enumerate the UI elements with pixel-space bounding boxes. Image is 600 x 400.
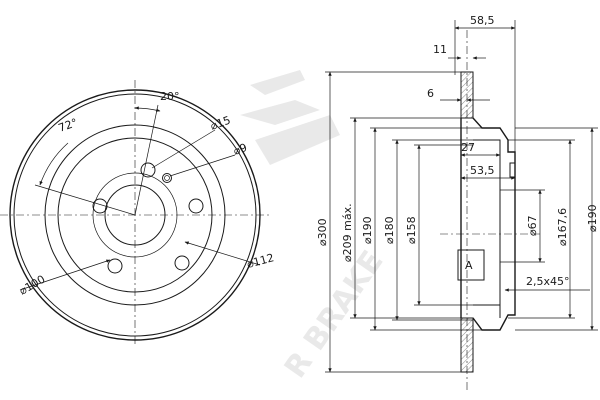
label-11: 11	[433, 43, 447, 56]
angle-arc-20	[134, 106, 161, 112]
angle-arc-72	[39, 142, 69, 186]
view-marker: A	[465, 259, 473, 272]
disc-plate-top	[460, 71, 474, 119]
angle-line-left	[34, 184, 136, 216]
label-67: ⌀67	[526, 215, 539, 236]
label-thread-dia: ⌀9	[232, 141, 249, 158]
watermark-text: R BRAKE	[278, 245, 391, 385]
angle-line-top	[134, 104, 159, 216]
label-angle-20: 20°	[160, 90, 180, 103]
label-6: 6	[427, 87, 434, 100]
bolt-hole	[92, 198, 108, 214]
threaded-hole-inner	[164, 175, 170, 181]
leader-thread-9	[169, 154, 236, 177]
label-180: ⌀180	[383, 216, 396, 244]
label-190: ⌀190	[361, 216, 374, 244]
leader-hole-15	[151, 129, 216, 169]
label-angle-72: 72°	[57, 116, 80, 135]
label-167-6: ⌀167,6	[556, 208, 569, 246]
bolt-hole	[107, 258, 123, 274]
label-chamfer: 2,5x45°	[526, 275, 570, 288]
label-158: ⌀158	[405, 216, 418, 244]
leader-hub-112	[184, 241, 261, 266]
bolt-holes	[92, 162, 204, 274]
label-190-right: ⌀190	[586, 204, 599, 232]
label-58-5: 58,5	[470, 14, 495, 27]
notch	[509, 162, 516, 178]
bolt-hole	[140, 162, 156, 178]
disc-plate-bottom	[460, 317, 474, 373]
label-53-5: 53,5	[470, 164, 495, 177]
bolt-hole	[188, 198, 204, 214]
label-209: ⌀209 máx.	[341, 203, 354, 262]
bolt-hole	[174, 255, 190, 271]
leader-pcd-100	[19, 259, 111, 291]
section-view: A 58,5 11 6 27 53,5 ⌀300 ⌀209 máx. ⌀190	[316, 14, 599, 390]
threaded-hole	[162, 173, 172, 183]
label-27: 27	[461, 141, 475, 154]
label-300: ⌀300	[316, 218, 329, 246]
front-view: 20° 72° ⌀15 ⌀9 ⌀100 ⌀112	[0, 80, 275, 345]
hub-face-plate	[457, 249, 485, 281]
